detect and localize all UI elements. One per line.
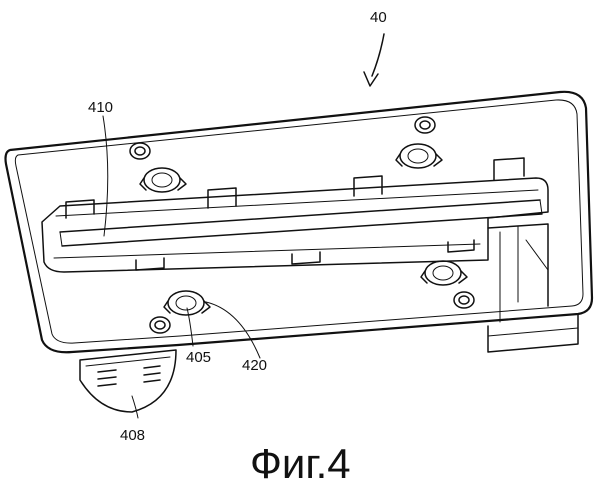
side-housing xyxy=(488,224,548,322)
label-405: 405 xyxy=(186,349,211,366)
vent-tab xyxy=(80,350,176,412)
label-410: 410 xyxy=(88,99,113,116)
base-plate xyxy=(6,92,593,352)
top-clips xyxy=(66,158,524,218)
channel xyxy=(42,178,548,272)
label-408: 408 xyxy=(120,427,145,444)
figure-caption: Фиг.4 xyxy=(250,440,351,487)
label-40: 40 xyxy=(370,9,387,26)
label-420: 420 xyxy=(242,357,267,374)
